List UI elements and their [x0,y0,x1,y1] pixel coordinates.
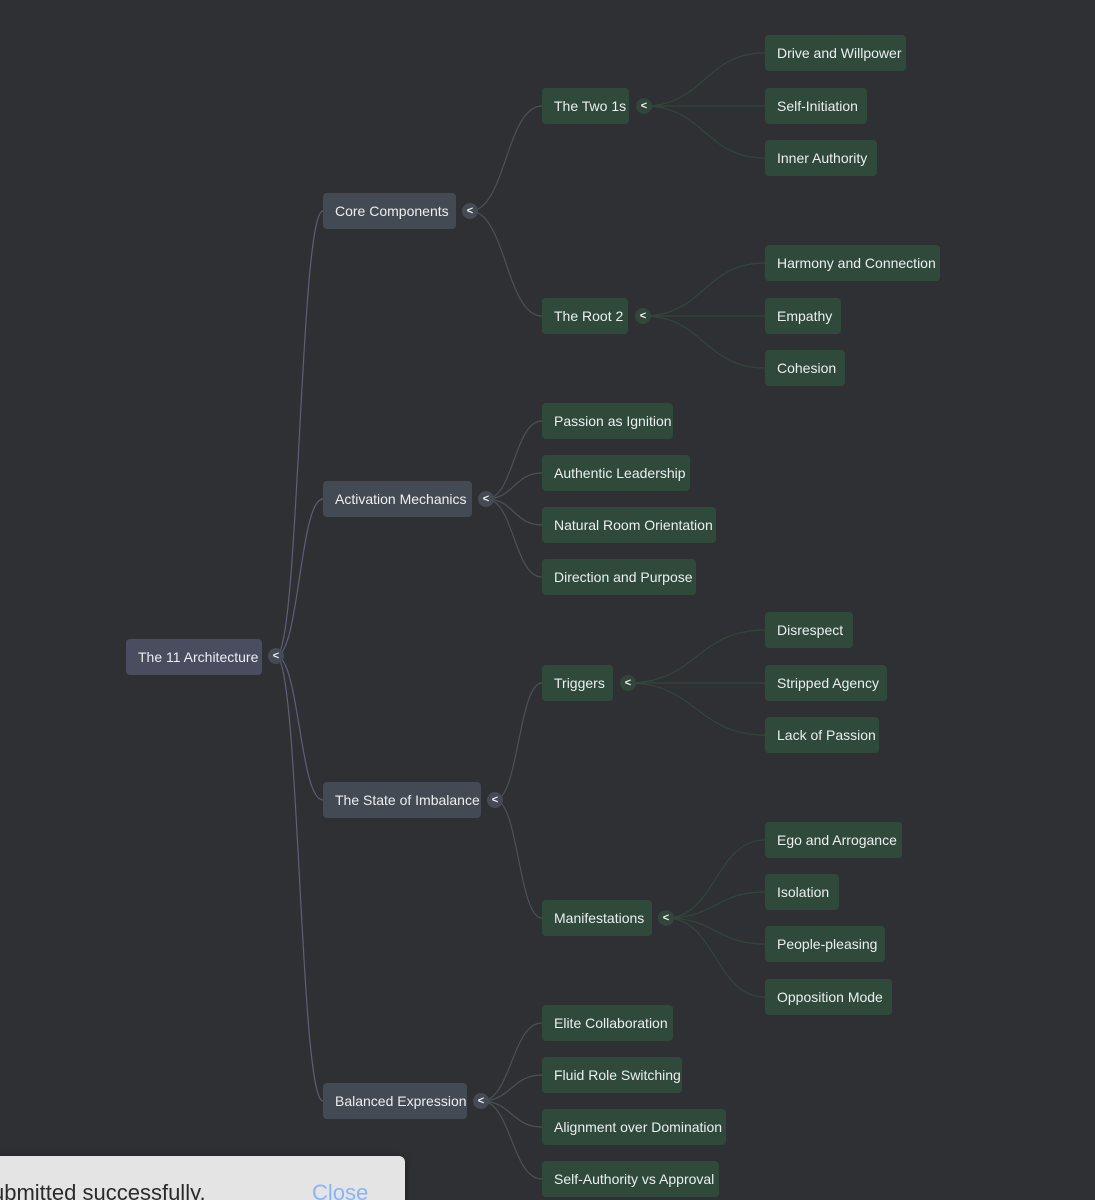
connector-line [469,210,543,317]
leaf-self-authority-vs-approval[interactable]: Self-Authority vs Approval [542,1161,719,1197]
collapse-icon[interactable]: < [658,910,674,926]
collapse-icon[interactable]: < [620,675,636,691]
connector-line [480,1100,543,1180]
leaf-opposition-mode[interactable]: Opposition Mode [765,979,892,1015]
branch-balanced-expression[interactable]: Balanced Expression [323,1083,467,1119]
collapse-icon[interactable]: < [635,308,651,324]
connector-line [642,262,766,317]
leaf-lack-of-passion[interactable]: Lack of Passion [765,717,879,753]
connector-line [485,420,543,500]
branch-activation-mechanics[interactable]: Activation Mechanics [323,481,472,517]
root-node[interactable]: The 11 Architecture [126,639,262,675]
node-manifestations[interactable]: Manifestations [542,900,652,936]
collapse-icon[interactable]: < [636,98,652,114]
connector-line [643,52,766,107]
leaf-self-initiation[interactable]: Self-Initiation [765,88,867,124]
leaf-natural-room-orientation[interactable]: Natural Room Orientation [542,507,716,543]
connector-line [665,839,766,919]
connector-line [485,472,543,500]
collapse-icon[interactable]: < [487,792,503,808]
leaf-people-pleasing[interactable]: People-pleasing [765,926,885,962]
connector-line [480,1022,543,1102]
connector-line [480,1074,543,1102]
collapse-icon[interactable]: < [473,1093,489,1109]
connector-line [469,105,543,212]
node-triggers[interactable]: Triggers [542,665,613,701]
connector-line [627,629,766,684]
node-the-root-2[interactable]: The Root 2 [542,298,628,334]
branch-state-of-imbalance[interactable]: The State of Imbalance [323,782,481,818]
connector-line [665,917,766,945]
connector-line [485,498,543,578]
leaf-isolation[interactable]: Isolation [765,874,839,910]
connector-line [494,799,543,919]
collapse-icon[interactable]: < [478,491,494,507]
toast-message: ubmitted successfully. [0,1180,206,1200]
leaf-disrespect[interactable]: Disrespect [765,612,853,648]
connector-line [275,655,324,801]
connector-line [494,682,543,801]
leaf-drive-and-willpower[interactable]: Drive and Willpower [765,35,906,71]
leaf-cohesion[interactable]: Cohesion [765,350,845,386]
branch-core-components[interactable]: Core Components [323,193,456,229]
collapse-icon[interactable]: < [462,203,478,219]
leaf-empathy[interactable]: Empathy [765,298,841,334]
connector-line [665,917,766,998]
connector-line [275,498,324,657]
leaf-authentic-leadership[interactable]: Authentic Leadership [542,455,690,491]
leaf-fluid-role-switching[interactable]: Fluid Role Switching [542,1057,682,1093]
leaf-elite-collaboration[interactable]: Elite Collaboration [542,1005,673,1041]
collapse-icon[interactable]: < [268,648,284,664]
connector-line [665,891,766,919]
leaf-harmony-and-connection[interactable]: Harmony and Connection [765,245,940,281]
toast-notification: ubmitted successfully. Close [0,1156,405,1200]
leaf-ego-and-arrogance[interactable]: Ego and Arrogance [765,822,902,858]
connector-line [275,210,324,657]
connector-line [627,682,766,736]
connector-line [275,655,324,1102]
node-the-two-1s[interactable]: The Two 1s [542,88,629,124]
leaf-alignment-over-domination[interactable]: Alignment over Domination [542,1109,726,1145]
leaf-passion-as-ignition[interactable]: Passion as Ignition [542,403,673,439]
leaf-inner-authority[interactable]: Inner Authority [765,140,877,176]
connector-line [480,1100,543,1128]
connector-line [485,498,543,526]
connector-line [642,315,766,369]
toast-close-button[interactable]: Close [312,1180,369,1200]
leaf-stripped-agency[interactable]: Stripped Agency [765,665,887,701]
leaf-direction-and-purpose[interactable]: Direction and Purpose [542,559,696,595]
connector-line [643,105,766,159]
